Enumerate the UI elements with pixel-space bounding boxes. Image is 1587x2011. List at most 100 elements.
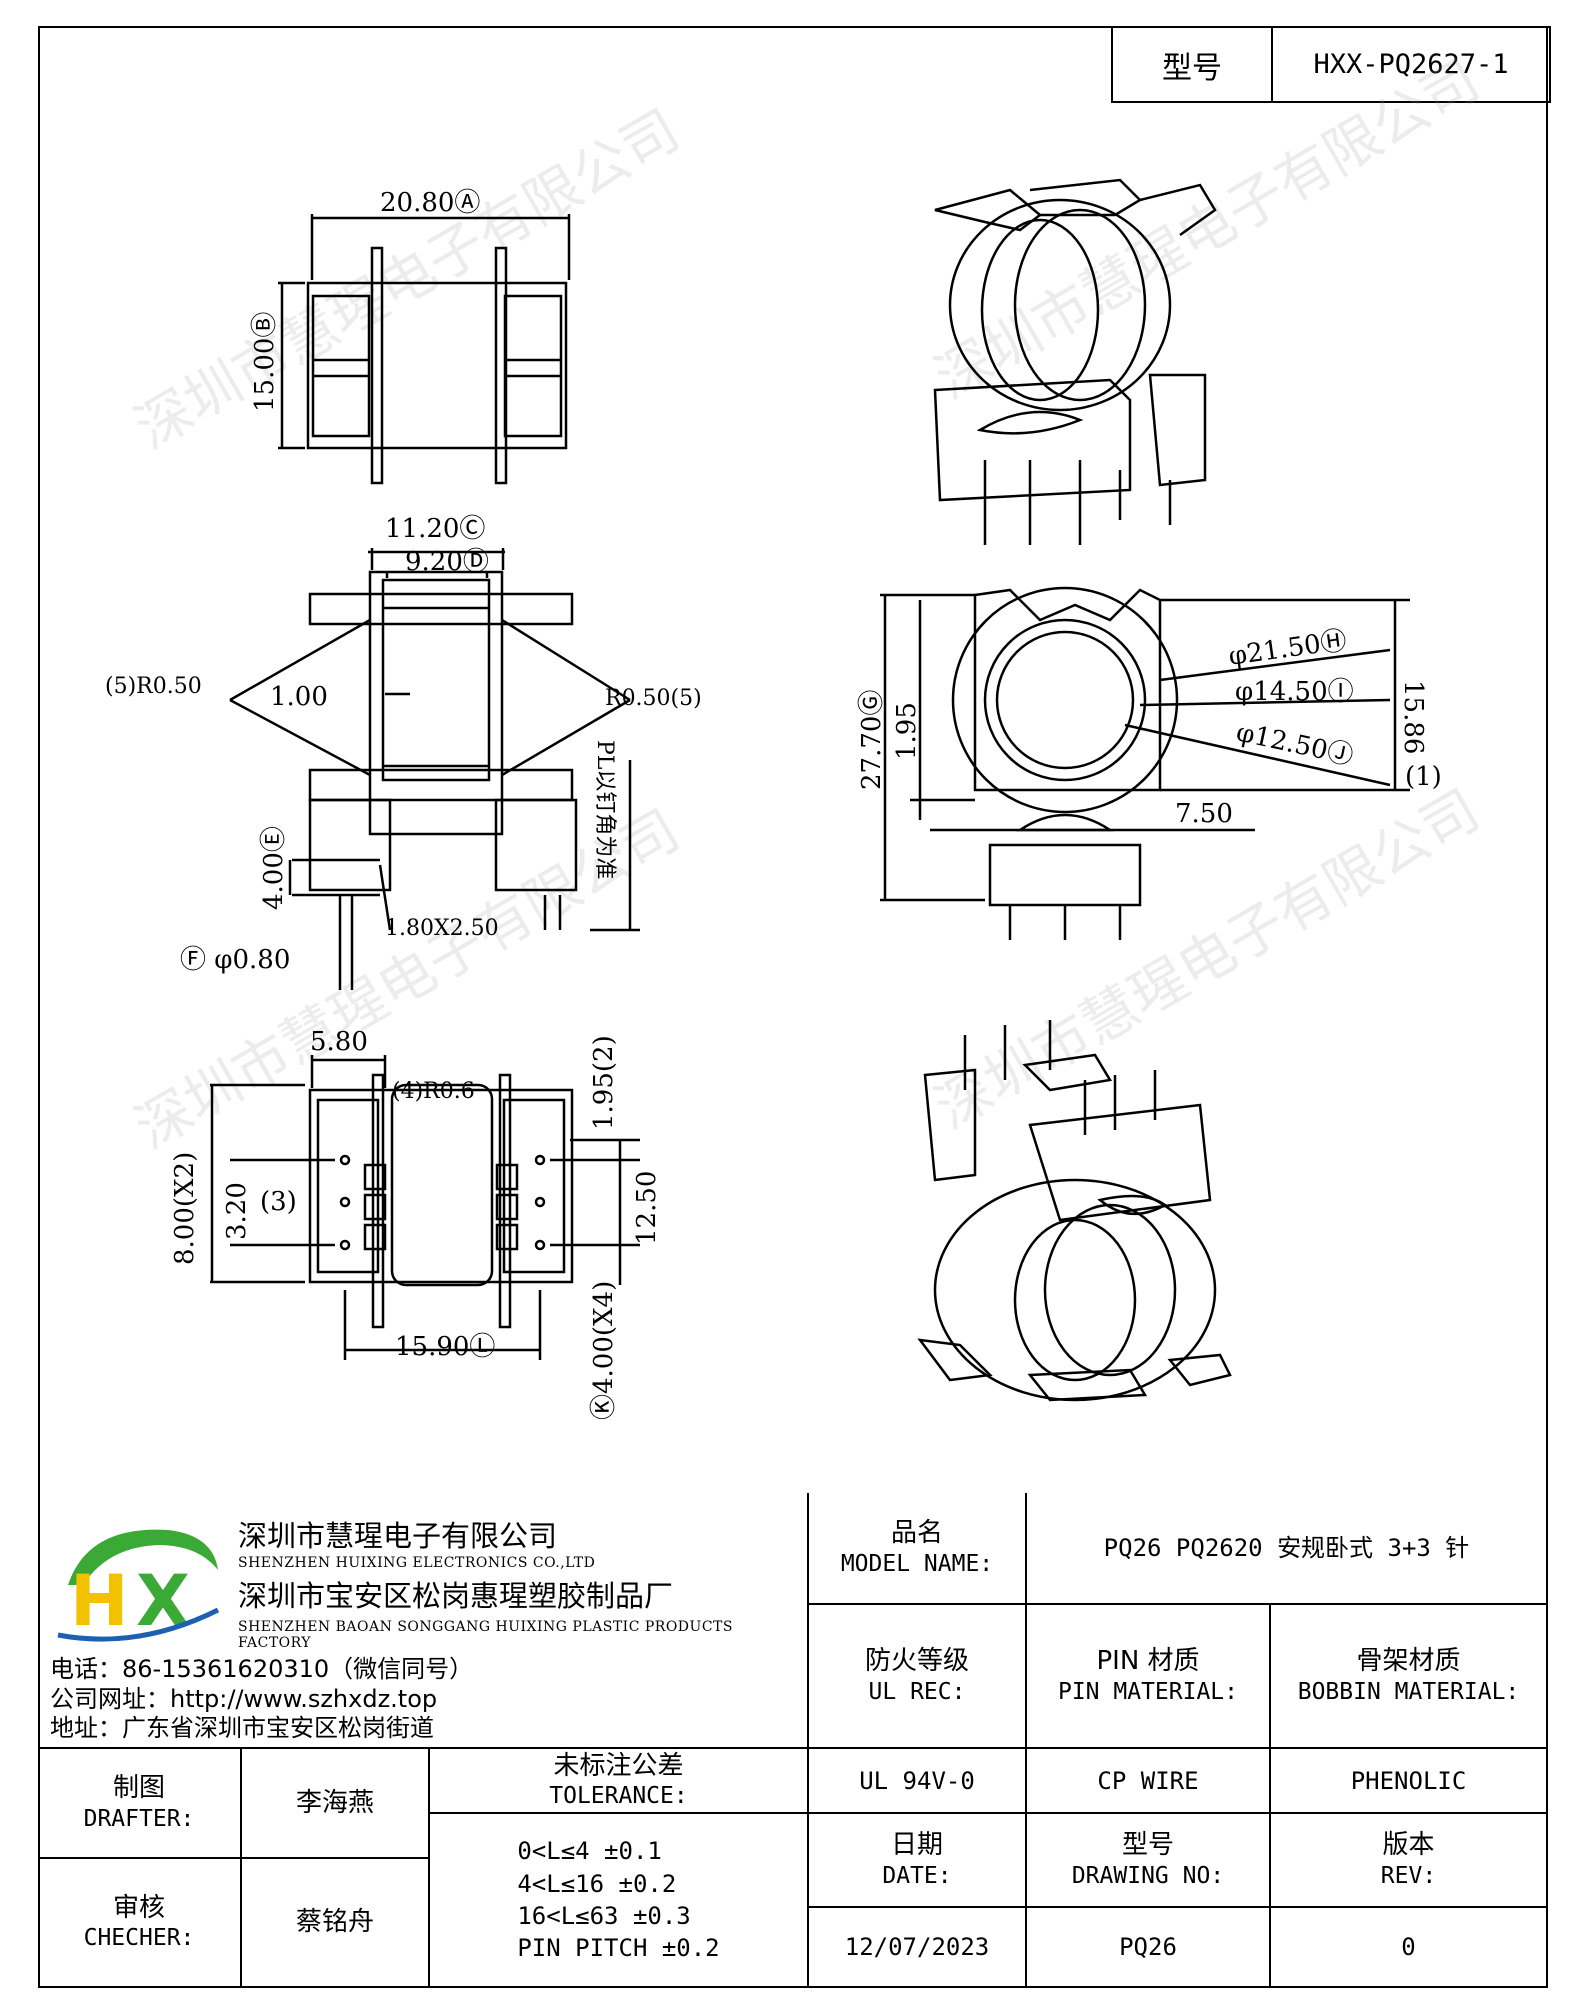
ul-rec-label: 防火等级 UL REC: — [809, 1605, 1027, 1749]
model-name-value-cell: PQ26 PQ2620 安规卧式 3+3 针 — [1027, 1493, 1548, 1605]
drafter-cn: 制图 — [112, 1773, 165, 1804]
dim-bottom-195: 1.95(2) — [589, 1035, 619, 1130]
tolerance-cn: 未标注公差 — [553, 1750, 684, 1781]
drafter-label: 制图 DRAFTER: — [38, 1749, 242, 1859]
tolerance-line: 16<L≤63 ±0.3 — [517, 1902, 691, 1930]
model-number-box: 型号 HXX-PQ2627-1 — [1111, 26, 1551, 103]
model-value: HXX-PQ2627-1 — [1313, 49, 1509, 80]
dim-dia-1450: φ14.50Ⓘ — [1235, 677, 1354, 707]
drawing-no-cn: 型号 — [1121, 1830, 1174, 1861]
checker-en: CHECHER: — [83, 1925, 195, 1952]
bobbin-value: PHENOLIC — [1350, 1766, 1467, 1795]
dim-front-d: 9.20Ⓓ — [405, 547, 489, 577]
technical-drawing: 深圳市慧瑆电子有限公司 深圳市慧瑆电子有限公司 深圳市慧瑆电子有限公司 深圳市慧… — [105, 48, 1491, 1420]
pin-value: CP WIRE — [1097, 1766, 1199, 1795]
pin-note: PL以钉角为准 — [592, 740, 617, 879]
iso-view-bottom — [917, 1020, 1232, 1402]
model-name-label: 品名 MODEL NAME: — [809, 1493, 1027, 1605]
company-phone: 电话：86-15361620310（微信同号） — [50, 1655, 474, 1683]
ul-cn: 防火等级 — [864, 1646, 969, 1677]
date-label: 日期 DATE: — [809, 1814, 1027, 1908]
company-address: 地址：广东省深圳市宝安区松岗街道 — [50, 1714, 434, 1742]
dim-bottom-320: 3.20 — [222, 1182, 252, 1240]
dim-wall: 1.00 — [270, 682, 328, 712]
tolerance-label: 未标注公差 TOLERANCE: — [430, 1749, 809, 1814]
dim-height-e: 4.00Ⓔ — [259, 826, 289, 910]
model-name-cn: 品名 — [890, 1518, 943, 1549]
iso-view-top — [933, 178, 1217, 545]
dim-bottom-58: 5.80 — [310, 1027, 368, 1057]
pin-en: PIN MATERIAL: — [1057, 1678, 1238, 1705]
ul-value: UL 94V-0 — [859, 1766, 975, 1795]
watermark-text: 深圳市慧瑆电子有限公司 — [925, 778, 1491, 1142]
rev-value: 0 — [1401, 1933, 1416, 1961]
dim-bottom-1250: 12.50 — [632, 1171, 662, 1245]
factory-name-cn: 深圳市宝安区松岗惠瑆塑胶制品厂 — [238, 1579, 674, 1613]
bobbin-cn: 骨架材质 — [1356, 1646, 1461, 1677]
watermarks: 深圳市慧瑆电子有限公司 深圳市慧瑆电子有限公司 深圳市慧瑆电子有限公司 深圳市慧… — [125, 48, 1491, 1162]
rev-cn: 版本 — [1382, 1830, 1435, 1861]
dim-dia-2150: φ21.50Ⓗ — [1227, 626, 1349, 672]
dim-front-c: 11.20Ⓒ — [385, 514, 485, 544]
svg-text:X: X — [136, 1560, 190, 1642]
dim-bottom-400: Ⓚ4.00(X4) — [589, 1281, 619, 1420]
bobbin-material-label: 骨架材质 BOBBIN MATERIAL: — [1271, 1605, 1548, 1749]
rev-en: REV: — [1380, 1862, 1437, 1889]
checker-label: 审核 CHECHER: — [38, 1859, 242, 1988]
pin-value-cell: CP WIRE — [1027, 1749, 1271, 1814]
dim-bottom-r06: (4)R0.6 — [392, 1079, 475, 1104]
title-block: H X 深圳市慧瑆电子有限公司 SHENZHEN HUIXING ELECTRO… — [38, 1493, 1548, 1988]
front-view: 11.20Ⓒ 9.20Ⓓ (5)R0.50 1.00 R0.50(5) PL以钉… — [105, 514, 702, 990]
company-info: H X 深圳市慧瑆电子有限公司 SHENZHEN HUIXING ELECTRO… — [38, 1493, 809, 1749]
company-name-en: SHENZHEN HUIXING ELECTRONICS CO.,LTD — [238, 1555, 596, 1571]
dim-bottom-3: (3) — [260, 1187, 297, 1217]
drawing-no-value-cell: PQ26 — [1027, 1908, 1271, 1988]
drafter-name-cell: 李海燕 — [242, 1749, 430, 1859]
tolerance-line: 0<L≤4 ±0.1 — [517, 1837, 662, 1866]
model-label: 型号 — [1113, 28, 1273, 101]
checker-name-cell: 蔡铭舟 — [242, 1859, 430, 1988]
pin-cn: PIN 材质 — [1096, 1646, 1200, 1677]
drawing-no-label: 型号 DRAWING NO: — [1027, 1814, 1271, 1908]
rev-value-cell: 0 — [1271, 1908, 1548, 1988]
dim-pin-section: 1.80X2.50 — [385, 916, 499, 941]
company-name-cn: 深圳市慧瑆电子有限公司 — [238, 1519, 558, 1553]
dim-side-2770: 27.70Ⓖ — [857, 690, 887, 790]
date-value: 12/07/2023 — [844, 1933, 990, 1961]
svg-text:H: H — [70, 1560, 129, 1642]
dim-side-195: 1.95 — [892, 702, 922, 760]
dim-radius-right: R0.50(5) — [605, 686, 702, 711]
rev-label: 版本 REV: — [1271, 1814, 1548, 1908]
drafter-name: 李海燕 — [295, 1787, 374, 1818]
date-value-cell: 12/07/2023 — [809, 1908, 1027, 1988]
pin-material-label: PIN 材质 PIN MATERIAL: — [1027, 1605, 1271, 1749]
watermark-text: 深圳市慧瑆电子有限公司 — [925, 48, 1491, 412]
watermark-text: 深圳市慧瑆电子有限公司 — [125, 98, 691, 462]
dim-side-1586: 15.86 — [1398, 680, 1428, 754]
dim-bottom-800: 8.00(X2) — [170, 1152, 200, 1265]
company-website: 公司网址：http://www.szhxdz.top — [50, 1685, 438, 1713]
ul-en: UL REC: — [868, 1678, 966, 1705]
dim-radius-left: (5)R0.50 — [105, 674, 202, 699]
dim-top-width: 20.80Ⓐ — [380, 188, 480, 218]
dim-top-height: 15.00Ⓑ — [250, 312, 280, 412]
ul-value-cell: UL 94V-0 — [809, 1749, 1027, 1814]
model-name-value: PQ26 PQ2620 安规卧式 3+3 针 — [1103, 1534, 1470, 1562]
date-cn: 日期 — [890, 1830, 943, 1861]
dim-bottom-1590: 15.90Ⓛ — [395, 1332, 495, 1362]
date-en: DATE: — [882, 1862, 952, 1889]
dim-pin-dia: Ⓕ φ0.80 — [180, 945, 290, 975]
top-view: 20.80Ⓐ 15.00Ⓑ — [250, 188, 571, 485]
drawing-no-value: PQ26 — [1119, 1933, 1177, 1961]
bobbin-en: BOBBIN MATERIAL: — [1297, 1678, 1520, 1705]
dim-side-750: 7.50 — [1175, 799, 1233, 829]
company-logo: H X — [57, 1529, 220, 1642]
tolerance-en: TOLERANCE: — [549, 1783, 688, 1810]
tolerance-values: 0<L≤4 ±0.1 4<L≤16 ±0.2 16<L≤63 ±0.3 PIN … — [430, 1814, 809, 1988]
tolerance-line: PIN PITCH ±0.2 — [517, 1934, 720, 1963]
bottom-view: 5.80 (4)R0.6 1.95(2) 8.00(X2) 3.20 (3) 1… — [170, 1027, 662, 1420]
tolerance-line: 4<L≤16 ±0.2 — [517, 1869, 677, 1898]
drafter-en: DRAFTER: — [83, 1805, 195, 1832]
dim-side-1: (1) — [1405, 762, 1442, 792]
checker-name: 蔡铭舟 — [295, 1907, 374, 1938]
